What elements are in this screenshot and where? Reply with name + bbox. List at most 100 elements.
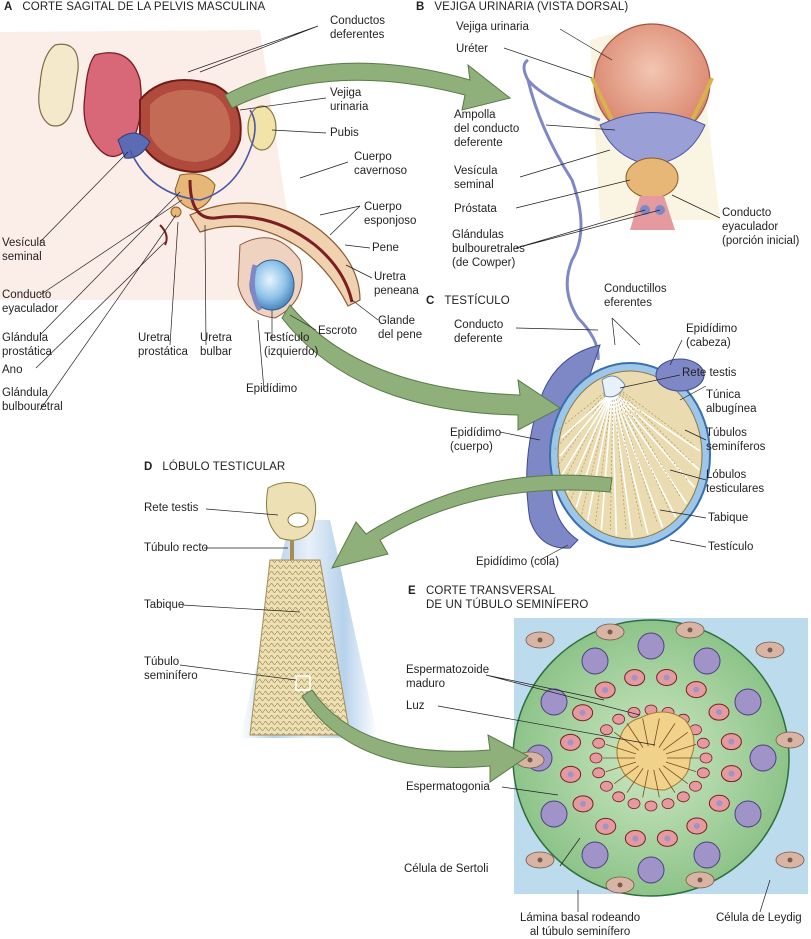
sperm-tail — [663, 765, 689, 785]
lumen-e — [616, 711, 695, 791]
septum-line — [611, 391, 677, 518]
tubule-coil — [618, 396, 671, 512]
spermatid — [592, 767, 606, 779]
sperm-tail — [663, 731, 689, 751]
label-leydig: Célula de Leydig — [716, 912, 802, 924]
septum-line — [611, 391, 695, 488]
leydig-nucleus — [787, 737, 793, 743]
arrow-a-to-b — [224, 62, 512, 111]
seminal-vesicles-b — [599, 112, 706, 166]
spermatocyte-nucleus — [728, 770, 735, 777]
panel-e-letter: E — [408, 585, 416, 597]
rete-testis-c — [601, 375, 626, 398]
arrows — [224, 62, 613, 783]
vas-deferens-b — [522, 58, 601, 361]
sperm-tail — [653, 769, 660, 798]
label-vesicula-seminal-a: Vesícula seminal — [2, 237, 46, 263]
septum-line — [611, 391, 618, 536]
spermatid — [661, 798, 675, 810]
label-uretra-bulbar: Uretra bulbar — [200, 332, 232, 358]
spermatocyte-nucleus — [579, 709, 586, 716]
rete-testis-d — [266, 482, 317, 541]
label-conductillos-eferentes: Conductillos eferentes — [604, 283, 667, 309]
spermatocyte-nucleus — [728, 738, 735, 745]
label-ureter: Uréter — [456, 43, 488, 55]
leydig-nucleus — [767, 647, 773, 653]
vas-deferens-a — [129, 109, 256, 201]
tubule-coil — [610, 399, 614, 530]
sperm-tail — [658, 768, 676, 793]
spermatocyte-nucleus — [693, 822, 700, 829]
spermatid — [676, 791, 690, 803]
tubule-coil — [555, 395, 606, 469]
seminal-vesicle-a — [117, 132, 151, 159]
sertoli-nucleus — [637, 632, 665, 660]
label-glandula-prostatica: Glándula prostática — [2, 332, 52, 358]
sertoli-nucleus — [749, 744, 777, 772]
leydig-nucleus — [687, 627, 693, 633]
label-tubulo-seminifero-d: Túbulo seminífero — [144, 656, 198, 682]
anus-a — [159, 224, 168, 246]
sperm-tail — [626, 723, 644, 748]
panel-a-title: CORTE SAGITAL DE LA PELVIS MASCULINA — [22, 1, 266, 13]
spermatid — [696, 737, 710, 749]
label-sertoli: Célula de Sertoli — [404, 863, 489, 875]
label-epididimo-cola: Epidídimo (cola) — [476, 556, 560, 568]
label-glandulas-bulbouretrales: Glándulas bulbouretrales (de Cowper) — [452, 229, 525, 269]
label-testiculo-izq: Testículo (izquierdo) — [264, 332, 319, 358]
prostate-b — [625, 157, 679, 199]
sertoli-nucleus — [693, 647, 721, 675]
label-vejiga-urinaria-b: Vejiga urinaria — [456, 21, 529, 33]
spermatocyte-nucleus — [602, 687, 609, 694]
spermatocyte-nucleus — [693, 686, 700, 693]
panel-b-title: VEJIGA URINARIA (VISTA DORSAL) — [434, 1, 629, 13]
leydig-nucleus — [527, 757, 533, 763]
label-epididimo-cabeza: Epidídimo (cabeza) — [686, 323, 738, 349]
spermatid — [612, 713, 626, 725]
label-vesicula-seminal-b: Vesícula seminal — [454, 165, 498, 191]
leydig-nucleus — [617, 882, 623, 888]
leydig-nucleus — [537, 637, 543, 643]
label-tubulo-recto: Túbulo recto — [144, 542, 208, 554]
bulbourethral-gland-a — [170, 206, 182, 218]
cells-e — [515, 621, 805, 894]
sertoli-nucleus — [693, 841, 721, 869]
label-pubis: Pubis — [330, 127, 359, 139]
spermatid — [699, 752, 713, 764]
panel-b-figure — [522, 23, 720, 361]
sertoli-nucleus — [734, 800, 762, 828]
spermatocyte-nucleus — [631, 674, 638, 681]
label-tubulos-seminiferos-c: Túbulos seminíferos — [706, 427, 766, 453]
tubule-coil — [619, 389, 695, 446]
sperm-tail — [613, 765, 639, 785]
tubule-coil — [614, 399, 627, 531]
spermatocyte-nucleus — [715, 709, 722, 716]
ureter-right — [690, 77, 714, 121]
label-glandula-bulbouretral: Glándula bulbouretral — [2, 387, 63, 413]
sperm-tail — [605, 743, 637, 755]
label-espermatozoide: Espermatozoide maduro — [406, 664, 490, 690]
sperm-tail — [642, 769, 649, 798]
spermatocyte-nucleus — [567, 771, 574, 778]
label-espermatogonia: Espermatogonia — [406, 781, 490, 793]
label-luz: Luz — [406, 700, 425, 712]
arrow-c-to-d — [331, 474, 613, 569]
sperm-tail — [658, 723, 676, 748]
label-cuerpo-cavernoso: Cuerpo cavernoso — [354, 151, 408, 177]
sperm-tail — [626, 768, 644, 793]
label-conducto-eyaculador-b: Conducto eyaculador (porción inicial) — [722, 207, 800, 247]
sertoli-nucleus — [581, 647, 609, 675]
penis-a — [189, 202, 361, 307]
septum-line — [611, 391, 700, 471]
label-epididimo-a: Epidídimo — [246, 383, 298, 395]
septum-line — [611, 391, 688, 504]
septum-line — [559, 391, 613, 457]
label-ano: Ano — [2, 364, 23, 376]
spermatid — [689, 780, 702, 792]
arrow-a-to-c — [281, 304, 561, 431]
spermatocyte-nucleus — [580, 800, 587, 807]
urethra-b — [630, 196, 675, 230]
tubule-coil — [617, 397, 657, 522]
spermatocyte-nucleus — [632, 835, 639, 842]
